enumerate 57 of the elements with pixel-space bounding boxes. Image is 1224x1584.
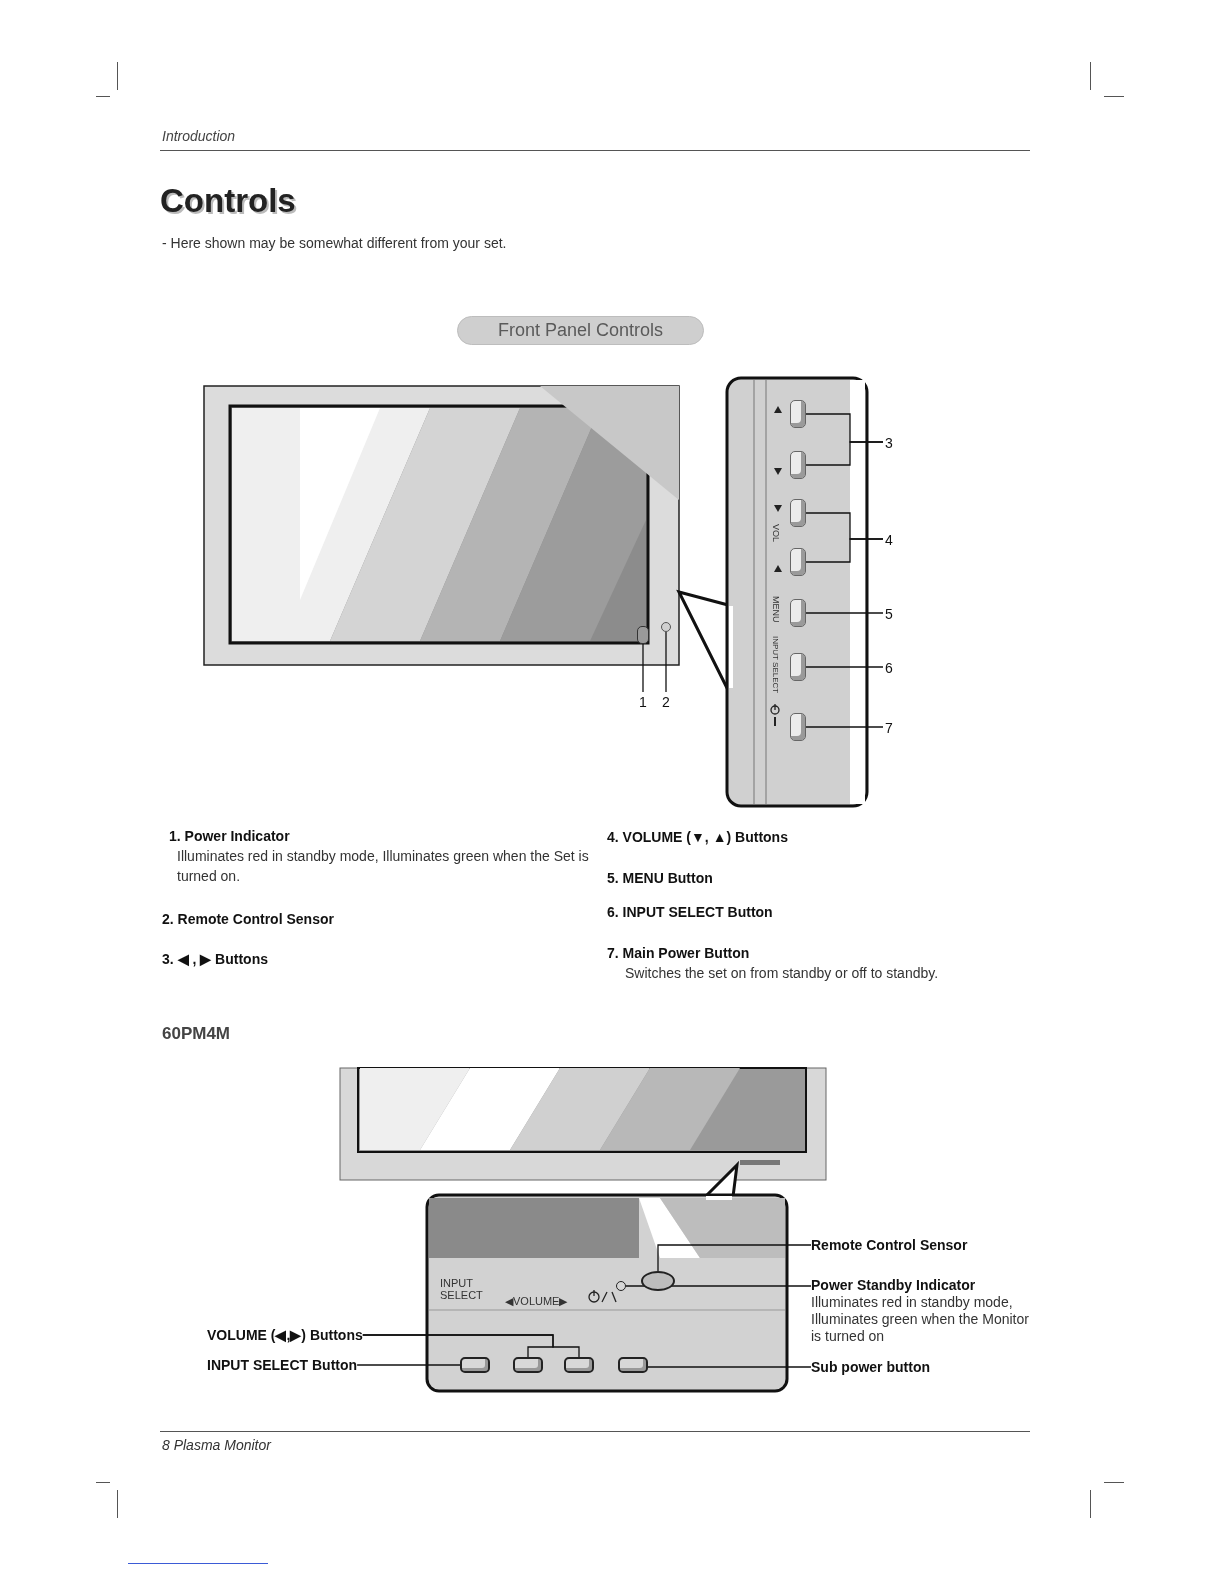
panel-button <box>790 713 806 741</box>
item-heading: 3. ◀ , ▶ Buttons <box>162 950 268 969</box>
leader-line <box>805 666 884 668</box>
leader-line <box>805 726 884 728</box>
indicator-lamp <box>637 626 649 644</box>
leader-line <box>657 1244 812 1272</box>
section-name: Introduction <box>162 127 236 146</box>
item-heading: 7. Main Power Button <box>607 944 750 963</box>
panel-marking: INPUT SELECT <box>440 1277 484 1301</box>
panel-button <box>460 1357 490 1373</box>
leader-line <box>642 643 644 693</box>
item-heading: 6. INPUT SELECT Button <box>607 903 773 922</box>
callout-label: Power Standby Indicator <box>811 1277 977 1294</box>
item-description: Illuminates red in standby mode, Illuminates green when the Set is turned on. <box>177 847 590 886</box>
leader-line <box>665 631 667 693</box>
callout-number: 2 <box>660 692 672 710</box>
panel-marking: INPUT SELECT <box>770 636 780 694</box>
section-heading: Front Panel Controls <box>457 316 704 345</box>
panel-button <box>790 599 806 627</box>
leader-line <box>647 1366 812 1368</box>
callout-number: 5 <box>883 604 895 622</box>
panel-button <box>513 1357 543 1373</box>
callout-number: 7 <box>883 718 895 736</box>
leader-line <box>805 441 884 466</box>
panel-button <box>790 653 806 681</box>
panel-button <box>790 400 806 428</box>
callout-number: 4 <box>883 530 895 548</box>
panel-button <box>790 451 806 479</box>
callout-number: 3 <box>883 433 895 451</box>
leader-line <box>805 612 884 614</box>
indicator-lamp <box>616 1281 626 1291</box>
panel-button <box>790 548 806 576</box>
model-number: 60PM4M <box>162 1023 231 1045</box>
panel-marking: VOL <box>770 524 781 542</box>
note-text: - Here shown may be somewhat different from your set. <box>162 234 507 253</box>
callout-number: 6 <box>883 658 895 676</box>
panel-button <box>618 1357 648 1373</box>
item-description: Switches the set on from standby or off to standby. <box>625 964 939 983</box>
callout-description: Illuminates red in standby mode, Illuminates green when the Monitor is turned on <box>811 1294 1030 1345</box>
sensor-window <box>661 622 671 632</box>
panel-button <box>564 1357 594 1373</box>
item-heading: 1. Power Indicator <box>169 827 290 846</box>
page-title: Controls <box>160 181 296 221</box>
callout-label: Sub power button <box>811 1358 930 1376</box>
callout-label: Remote Control Sensor <box>811 1236 968 1254</box>
page-footer: 8 Plasma Monitor <box>162 1435 271 1456</box>
leader-line <box>805 538 884 563</box>
item-heading: 2. Remote Control Sensor <box>162 910 334 929</box>
item-heading: 4. VOLUME (▼, ▲) Buttons <box>607 828 788 847</box>
leader-line <box>356 1364 461 1366</box>
panel-marking: MENU <box>770 596 781 623</box>
item-heading: 5. MENU Button <box>607 869 713 888</box>
callout-number: 1 <box>637 692 649 710</box>
panel-marking: ◀VOLUME▶ <box>505 1294 568 1309</box>
callout-label: VOLUME (◀,▶) Buttons <box>207 1326 363 1344</box>
panel-button <box>790 499 806 527</box>
callout-label: INPUT SELECT Button <box>207 1356 358 1374</box>
